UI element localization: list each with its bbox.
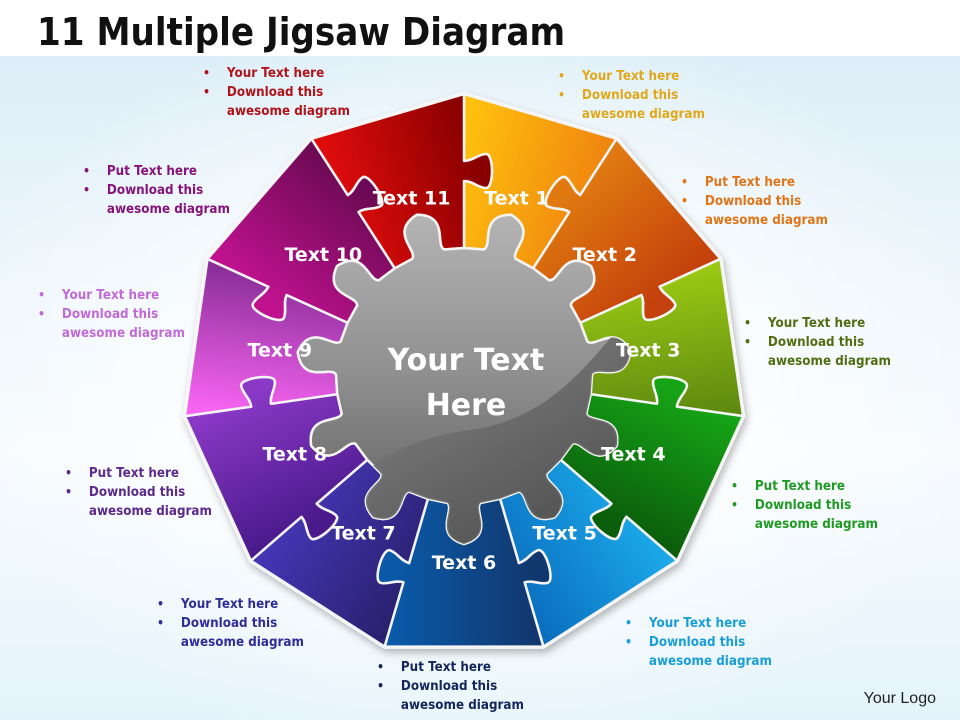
note-bullet: Your Text here [38, 286, 185, 305]
logo-placeholder: Your Logo [863, 690, 936, 707]
piece-label-2: Text 2 [572, 244, 637, 266]
note-bullet: Your Text here [157, 595, 304, 614]
note-bullet: Put Text here [83, 162, 230, 181]
piece-label-8: Text 8 [262, 443, 327, 465]
piece-label-7: Text 7 [331, 523, 396, 545]
note-bullet: Put Text here [377, 658, 524, 677]
piece-label-11: Text 11 [373, 187, 451, 209]
piece-label-10: Text 10 [284, 244, 362, 266]
center-text-line1: Your Text [387, 343, 545, 378]
piece-label-5: Text 5 [532, 523, 597, 545]
piece-label-6: Text 6 [432, 552, 497, 574]
center-text-line2: Here [426, 388, 507, 423]
note-bullet: Your Text here [744, 314, 891, 333]
note-bullet: Your Text here [625, 614, 772, 633]
piece-label-4: Text 4 [601, 443, 666, 465]
note-bullet: Put Text here [731, 477, 878, 496]
note-bullet: Put Text here [681, 173, 828, 192]
page-title: 11 Multiple Jigsaw Diagram [37, 10, 566, 54]
note-bullet: Your Text here [558, 67, 705, 86]
piece-label-3: Text 3 [616, 340, 681, 362]
piece-label-1: Text 1 [484, 187, 549, 209]
piece-label-9: Text 9 [248, 340, 313, 362]
note-bullet: Put Text here [65, 464, 212, 483]
note-bullet: Your Text here [203, 64, 350, 83]
